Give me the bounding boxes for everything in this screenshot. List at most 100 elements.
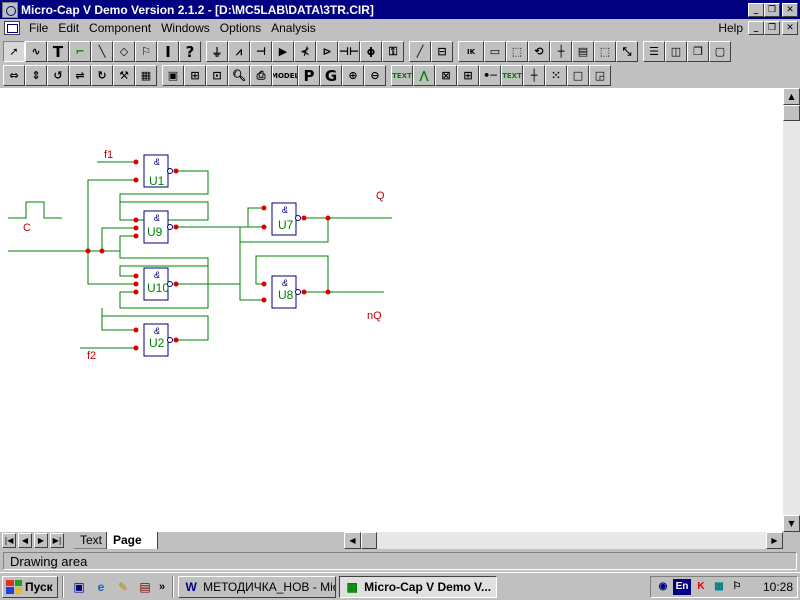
node-icon[interactable]: •─	[479, 65, 501, 86]
capacitor-icon[interactable]: ⊣	[250, 41, 272, 62]
maximize-view-icon[interactable]: ▢	[709, 41, 731, 62]
floppy-icon[interactable]: ▤	[139, 579, 151, 594]
gate-u10[interactable]: & U10	[143, 267, 173, 301]
schematic-diagram[interactable]: & U1 & U9 & U10 & U2 & U7	[0, 88, 783, 532]
scroll-down-icon[interactable]: ▼	[783, 515, 800, 532]
next-page-icon[interactable]: ▶	[34, 533, 48, 548]
prev-page-icon[interactable]: ◀	[18, 533, 32, 548]
vertical-scroll-thumb[interactable]	[783, 105, 800, 121]
dashed-box-icon[interactable]: ⬚	[594, 41, 616, 62]
macro-icon[interactable]: ⚿	[382, 41, 404, 62]
save-all-icon[interactable]: ⊞	[184, 65, 206, 86]
tile-v-icon[interactable]: ◫	[665, 41, 687, 62]
cd-player-icon[interactable]: ◉	[658, 581, 668, 592]
tab-text[interactable]: Text	[74, 532, 108, 549]
probe-icon[interactable]: ⤡	[616, 41, 638, 62]
scroll-right-icon[interactable]: ▶	[766, 532, 783, 549]
info-mode-icon[interactable]: I	[157, 41, 179, 62]
g-button[interactable]: G	[320, 65, 342, 86]
transistor-icon[interactable]: ⊀	[294, 41, 316, 62]
step-icon[interactable]: ⚒	[113, 65, 135, 86]
vertical-scrollbar[interactable]: ▲ ▼	[783, 88, 800, 532]
restore-button[interactable]: ❐	[764, 2, 780, 17]
wire-mode-icon[interactable]: ⌐	[69, 41, 91, 62]
flag-mode-icon[interactable]: ⚐	[135, 41, 157, 62]
title-block-icon[interactable]: ◲	[589, 65, 611, 86]
document-icon[interactable]	[4, 21, 20, 35]
browser-icon[interactable]: e	[97, 579, 105, 594]
zoom-fit-icon[interactable]: ⊟	[431, 41, 453, 62]
drawing-area[interactable]: & U1 & U9 & U10 & U2 & U7	[0, 88, 783, 532]
tile-h-icon[interactable]: ☰	[643, 41, 665, 62]
zoom-in-icon[interactable]: ⊕	[342, 65, 364, 86]
battery-icon[interactable]: ⊣⊢	[338, 41, 360, 62]
horizontal-scrollbar[interactable]: ◀ ▶	[344, 532, 783, 549]
menu-component[interactable]: Component	[89, 21, 152, 35]
network-icon[interactable]: ▦	[714, 581, 724, 592]
start-button[interactable]: Пуск	[2, 575, 58, 598]
text-toggle-button[interactable]: TEXT	[391, 65, 413, 86]
calculator-icon[interactable]: ▦	[135, 65, 157, 86]
tab-page-1[interactable]: Page 1	[106, 532, 158, 563]
gate-u7[interactable]: & U7	[271, 202, 301, 236]
save-icon[interactable]: ▣	[162, 65, 184, 86]
close-button[interactable]: ✕	[782, 2, 798, 17]
help-mode-icon[interactable]: ?	[179, 41, 201, 62]
doc-close-button[interactable]: ✕	[782, 21, 798, 35]
rotate-right-icon[interactable]: ↻	[91, 65, 113, 86]
pin-icon[interactable]: ⊠	[435, 65, 457, 86]
mirror-icon[interactable]: ⇌	[69, 65, 91, 86]
scroll-up-icon[interactable]: ▲	[783, 88, 800, 105]
resistor-icon[interactable]: ⩘	[228, 41, 250, 62]
scroll-left-icon[interactable]: ◀	[344, 532, 361, 549]
border-icon[interactable]: □	[567, 65, 589, 86]
attribute-text-icon[interactable]: ⊞	[457, 65, 479, 86]
menu-analysis[interactable]: Analysis	[271, 21, 316, 35]
cross-icon[interactable]: ┼	[523, 65, 545, 86]
menu-options[interactable]: Options	[219, 21, 262, 35]
rotate-icon[interactable]: ⟲	[528, 41, 550, 62]
component-mode-icon[interactable]: ∿	[25, 41, 47, 62]
node-numbers-icon[interactable]: ⋀	[413, 65, 435, 86]
select-mode-icon[interactable]: ➚	[3, 41, 25, 62]
menu-help[interactable]: Help	[718, 21, 743, 35]
task-word-document[interactable]: W МЕТОДИЧКА_НОВ - Mic...	[178, 575, 337, 598]
rotate-left-icon[interactable]: ↺	[47, 65, 69, 86]
show-desktop-icon[interactable]: ▣	[73, 579, 85, 594]
text-show-button[interactable]: TEXT	[501, 65, 523, 86]
box-dashed-icon[interactable]: ⬚	[506, 41, 528, 62]
diagonal-wire-icon[interactable]: ╲	[91, 41, 113, 62]
text-mode-icon[interactable]: T	[47, 41, 69, 62]
flip-x-icon[interactable]: ⇔	[3, 65, 25, 86]
gate-u9[interactable]: & U9	[143, 210, 173, 244]
flag-icon[interactable]: ⚐	[732, 581, 742, 592]
p-button[interactable]: P	[298, 65, 320, 86]
preview-icon[interactable]: 🔍︎	[228, 65, 250, 86]
media-icon[interactable]: ✎	[117, 579, 129, 594]
model-button[interactable]: MODEL	[272, 65, 298, 86]
line-tool-icon[interactable]: ╱	[409, 41, 431, 62]
open-icon[interactable]: ⊡	[206, 65, 228, 86]
source-icon[interactable]: ϕ	[360, 41, 382, 62]
menu-edit[interactable]: Edit	[58, 21, 80, 35]
gate-u8[interactable]: & U8	[271, 275, 301, 309]
minimize-button[interactable]: _	[748, 2, 764, 17]
attribute-icon[interactable]: ▤	[572, 41, 594, 62]
doc-restore-button[interactable]: ❐	[764, 21, 780, 35]
grid-icon[interactable]: ┼	[550, 41, 572, 62]
antivirus-icon[interactable]: K	[697, 581, 705, 592]
ik-icon[interactable]: IK	[458, 41, 484, 62]
zoom-out-icon[interactable]: ⊖	[364, 65, 386, 86]
gate-u1[interactable]: & U1	[143, 154, 173, 188]
ground-icon[interactable]: ⏚	[206, 41, 228, 62]
gate-u2[interactable]: & U2	[143, 323, 173, 357]
flip-y-icon[interactable]: ⇕	[25, 65, 47, 86]
cascade-icon[interactable]: ❐	[687, 41, 709, 62]
npn-icon[interactable]: ⊳	[316, 41, 338, 62]
print-icon[interactable]: ⎙	[250, 65, 272, 86]
dot-grid-icon[interactable]: ⁙	[545, 65, 567, 86]
graphics-mode-icon[interactable]: ◇	[113, 41, 135, 62]
doc-minimize-button[interactable]: _	[748, 21, 764, 35]
horizontal-scroll-thumb[interactable]	[361, 532, 377, 549]
first-page-icon[interactable]: |◀	[2, 533, 16, 548]
